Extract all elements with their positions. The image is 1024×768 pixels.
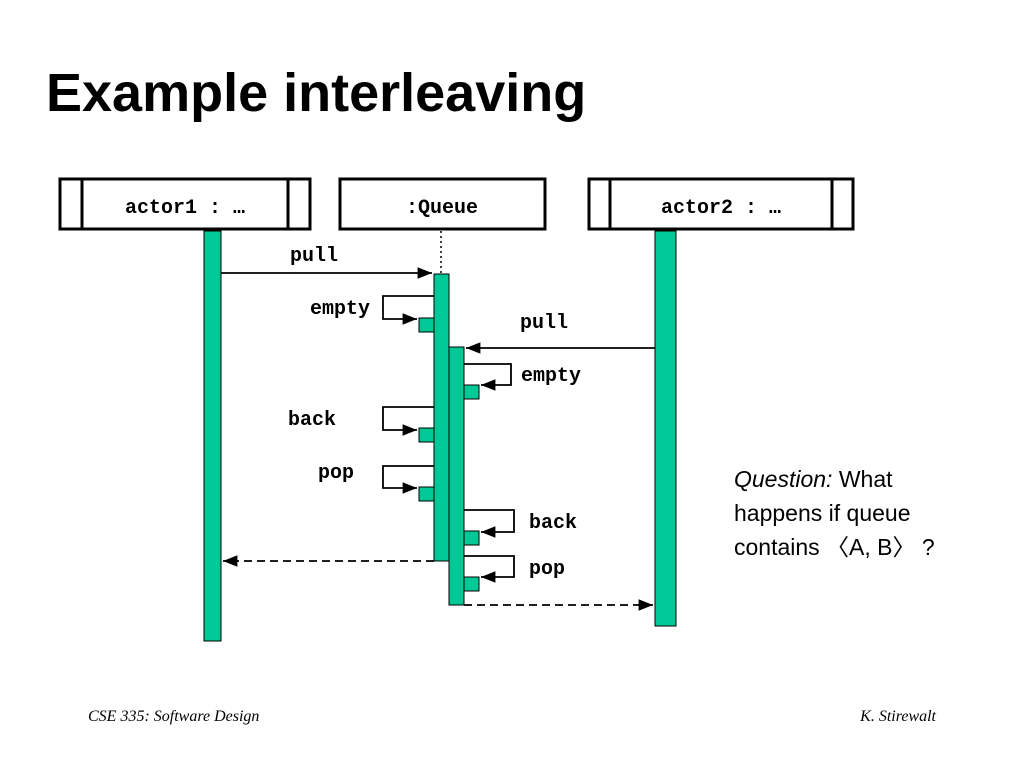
activation-actor2	[654, 230, 677, 627]
lifeline-label-actor1: actor1 : …	[125, 197, 245, 220]
message-label-empty-1: empty	[310, 298, 370, 321]
question-text-line2: happens if queue	[734, 500, 911, 526]
footer-author: K. Stirewalt	[860, 708, 936, 725]
activation-queue-2	[448, 346, 465, 606]
lifeline-header-queue: :Queue	[338, 177, 547, 231]
message-pull-1: pull	[221, 245, 432, 279]
message-label-pull-1: pull	[290, 245, 338, 268]
self-call-empty-2: empty	[464, 363, 581, 391]
self-call-pop-1: pop	[318, 462, 434, 494]
footer-course: CSE 335: Software Design	[88, 708, 260, 725]
activation-actor1	[203, 230, 222, 642]
slide-title: Example interleaving	[46, 63, 587, 123]
message-label-pull-2: pull	[520, 312, 568, 335]
lifeline-header-actor1: actor1 : …	[58, 177, 312, 231]
message-label-back-2: back	[529, 512, 577, 535]
self-call-empty-1: empty	[310, 295, 434, 325]
activation-back-2	[463, 530, 480, 546]
question-label: Question:	[734, 466, 833, 492]
lifeline-label-queue: :Queue	[406, 197, 478, 220]
activation-queue-1	[433, 273, 450, 562]
message-label-empty-2: empty	[521, 365, 581, 388]
self-call-back-1: back	[288, 406, 434, 436]
question-note: Question: What happens if queue contains…	[734, 462, 984, 564]
message-label-pop-2: pop	[529, 558, 565, 581]
activation-pop-1	[418, 486, 435, 502]
self-call-back-2: back	[464, 509, 577, 538]
message-label-pop-1: pop	[318, 462, 354, 485]
self-call-pop-2: pop	[464, 555, 565, 583]
message-label-back-1: back	[288, 409, 336, 432]
lifeline-header-actor2: actor2 : …	[587, 177, 855, 231]
activation-back-1	[418, 427, 435, 443]
question-text-line3: contains 〈A, B〉 ?	[734, 534, 935, 560]
lifeline-label-actor2: actor2 : …	[661, 197, 781, 220]
activation-empty-2	[463, 384, 480, 400]
activation-pop-2	[463, 576, 480, 592]
question-text-line1: What	[832, 466, 893, 492]
message-pull-2: pull	[466, 312, 655, 354]
activation-empty-1	[418, 317, 435, 333]
